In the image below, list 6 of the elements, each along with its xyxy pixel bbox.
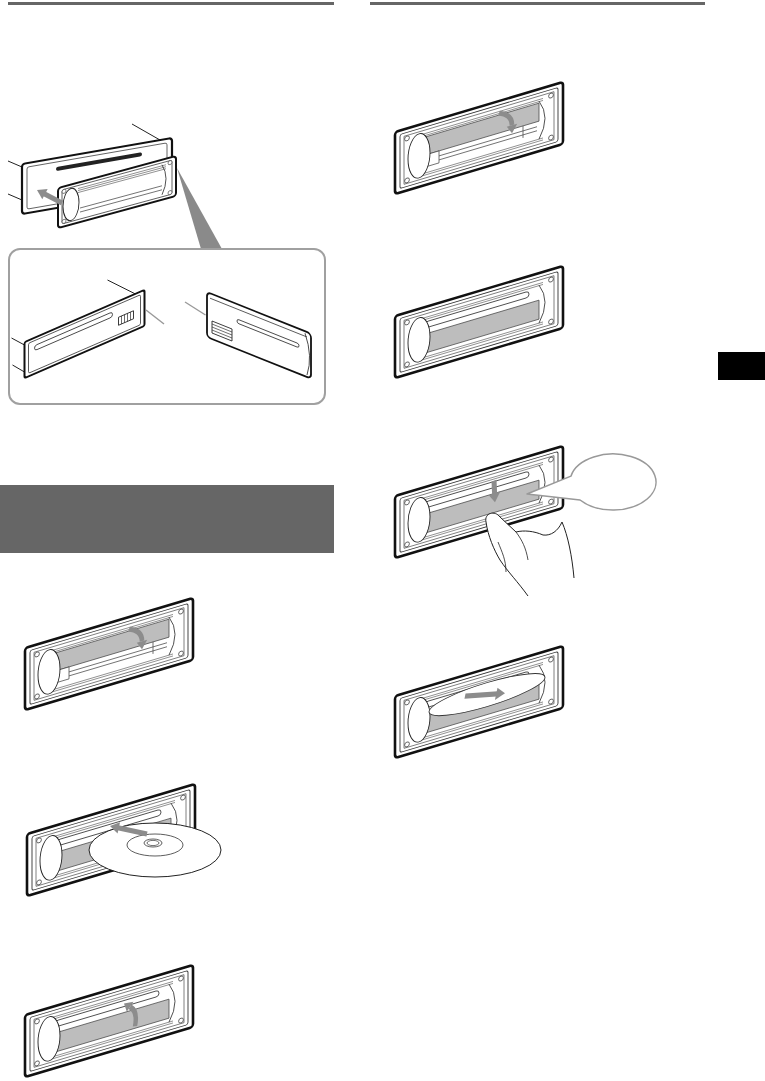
speech-bubble [526, 453, 657, 511]
detail-inset [8, 248, 326, 405]
leader-line [145, 309, 165, 325]
head-unit-illustration [11, 278, 146, 380]
leader-line [184, 301, 207, 316]
heading-band [0, 485, 334, 553]
